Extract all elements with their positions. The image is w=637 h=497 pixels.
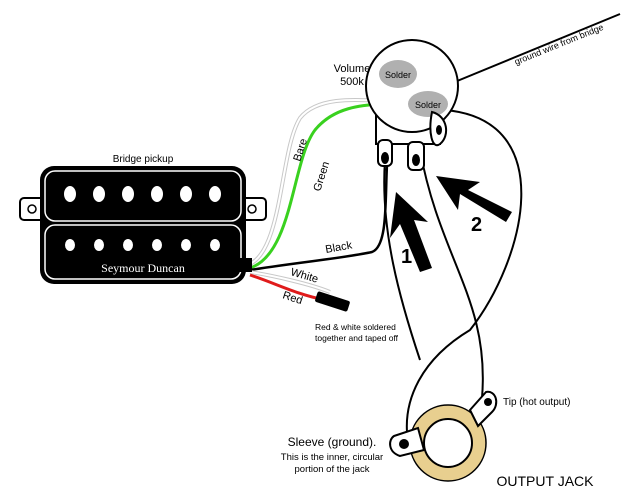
- lug1-ground-wire: [383, 159, 421, 361]
- jack-sleeve-ring: [423, 418, 473, 468]
- volume-pot: Solder Solder: [365, 39, 459, 171]
- wire-label-red: Red: [281, 289, 304, 307]
- arrow-2: [436, 176, 512, 222]
- pole-piece: [93, 186, 105, 202]
- taped-note-line1: Red & white soldered: [315, 322, 396, 332]
- hot-wire: [419, 149, 484, 399]
- ground-wire: [444, 13, 621, 87]
- output-jack-label: OUTPUT JACK: [497, 473, 595, 489]
- humbucker-pickup: Seymour Duncan: [19, 166, 267, 284]
- bare-wire-core: [249, 98, 393, 265]
- pot-body: [365, 39, 459, 133]
- volume-value: 500k: [340, 76, 364, 88]
- lug2-to-tip-wire: [405, 109, 523, 433]
- solder-blob-top: [379, 60, 417, 88]
- pickup-coil-bottom: [44, 224, 242, 280]
- pole-piece: [209, 186, 221, 202]
- sleeve-label-line1: Sleeve (ground).: [288, 435, 377, 449]
- lug-1-hole: [381, 152, 389, 164]
- pole-piece: [180, 186, 192, 202]
- ground-wire-label: ground wire from bridge: [513, 22, 605, 67]
- wire-label-green: Green: [311, 160, 332, 193]
- pole-piece: [65, 239, 75, 251]
- sleeve-label-line3: portion of the jack: [295, 464, 370, 475]
- arrow-1-label: 1: [401, 246, 412, 268]
- solder-label-top: Solder: [385, 70, 411, 80]
- pole-piece: [151, 186, 163, 202]
- solder-label-bottom: Solder: [415, 100, 441, 110]
- taped-off-ends: [315, 291, 350, 312]
- pot-lug-2: [407, 141, 425, 171]
- pole-piece: [210, 239, 220, 251]
- pole-piece: [181, 239, 191, 251]
- lug-3-hole: [436, 125, 442, 135]
- mount-screw-right: [247, 204, 257, 214]
- white-wire-core: [249, 271, 331, 293]
- pole-piece: [122, 186, 134, 202]
- wire-label-bare: Bare: [291, 137, 310, 163]
- pole-pieces-bottom: [65, 239, 220, 251]
- pole-pieces-top: [64, 186, 221, 202]
- arrow-1: [390, 192, 432, 272]
- taped-note-line2: together and taped off: [315, 333, 399, 343]
- pickup-brand: Seymour Duncan: [101, 261, 185, 275]
- pole-piece: [94, 239, 104, 251]
- pot-lug-3: [429, 110, 448, 147]
- solder-blob-bottom: [408, 91, 448, 117]
- pole-piece: [64, 186, 76, 202]
- mount-screw-left: [27, 204, 37, 214]
- pole-piece: [123, 239, 133, 251]
- sleeve-label-line2: This is the inner, circular: [281, 452, 383, 463]
- pickup-cable-exit: [236, 258, 252, 272]
- bridge-pickup-label: Bridge pickup: [113, 154, 174, 165]
- wire-label-black: Black: [324, 239, 353, 256]
- pot-lug-1: [377, 139, 393, 167]
- green-wire: [249, 102, 393, 270]
- volume-label: Volume: [334, 63, 371, 75]
- tip-label: Tip (hot output): [503, 397, 570, 408]
- output-jack: [389, 390, 498, 482]
- lug-2-hole: [412, 154, 420, 166]
- pickup-coil-top: [44, 170, 242, 222]
- sleeve-lug-hole: [399, 439, 409, 449]
- pole-piece: [152, 239, 162, 251]
- arrow-2-label: 2: [471, 214, 482, 236]
- tip-lug-hole: [484, 398, 492, 406]
